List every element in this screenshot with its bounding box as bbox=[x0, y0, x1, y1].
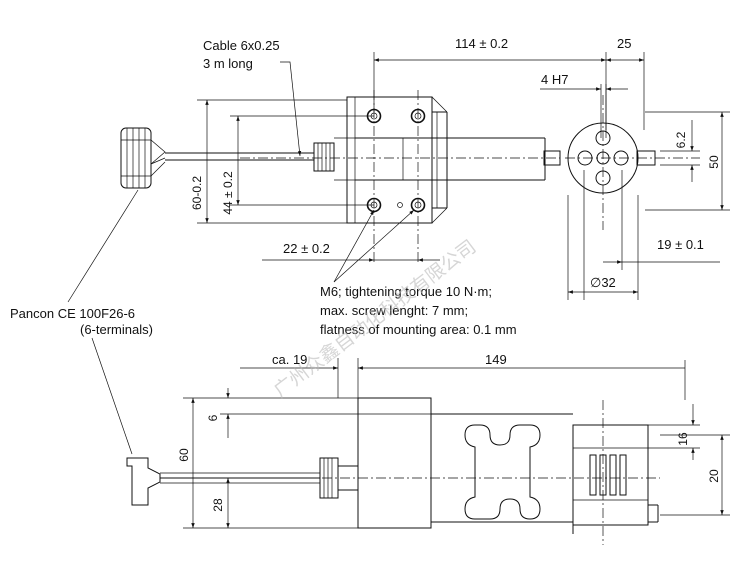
cable-gland-side bbox=[319, 457, 339, 499]
connector-label-1: Pancon CE 100F26-6 bbox=[10, 306, 135, 321]
cable-label-1: Cable 6x0.25 bbox=[203, 38, 280, 53]
dim-19-0-1: 19 ± 0.1 bbox=[657, 237, 704, 252]
dim-50: 50 bbox=[707, 155, 721, 169]
note-2: max. screw lenght: 7 mm; bbox=[320, 303, 468, 318]
dim-ca-19: ca. 19 bbox=[272, 352, 307, 367]
dim-60: 60 bbox=[177, 448, 191, 462]
dim-6-2: 6.2 bbox=[674, 131, 688, 148]
dim-22-0-2: 22 ± 0.2 bbox=[283, 241, 330, 256]
note-3: flatness of mounting area: 0.1 mm bbox=[320, 322, 517, 337]
end-view bbox=[543, 95, 730, 300]
dim-4h7: 4 H7 bbox=[541, 72, 568, 87]
dim-149: 149 bbox=[485, 352, 507, 367]
dim-16: 16 bbox=[676, 432, 690, 446]
top-view bbox=[120, 52, 645, 283]
dim-6: 6 bbox=[206, 414, 220, 421]
cable-top bbox=[165, 152, 314, 161]
side-view bbox=[67, 189, 730, 545]
connector-plug-side bbox=[126, 457, 320, 506]
dim-44-0-2: 44 ± 0.2 bbox=[221, 171, 235, 215]
beam-body-top bbox=[334, 137, 546, 181]
dim-28: 28 bbox=[211, 498, 225, 512]
dim-25: 25 bbox=[617, 36, 631, 51]
cable-gland-top bbox=[313, 142, 335, 172]
watermark: 广州众鑫自动化科技有限公司 bbox=[270, 236, 481, 402]
connector-label-2: (6-terminals) bbox=[80, 322, 153, 337]
beam-body-side bbox=[338, 397, 659, 534]
dim-114: 114 ± 0.2 bbox=[455, 36, 508, 51]
dim-60-0-2: 60-0.2 bbox=[190, 176, 204, 210]
note-1: M6; tightening torque 10 N·m; bbox=[320, 284, 492, 299]
dim-20: 20 bbox=[707, 469, 721, 483]
cable-label-2: 3 m long bbox=[203, 56, 253, 71]
connector-plug-top bbox=[120, 127, 166, 189]
dim-32: ∅32 bbox=[590, 275, 616, 290]
